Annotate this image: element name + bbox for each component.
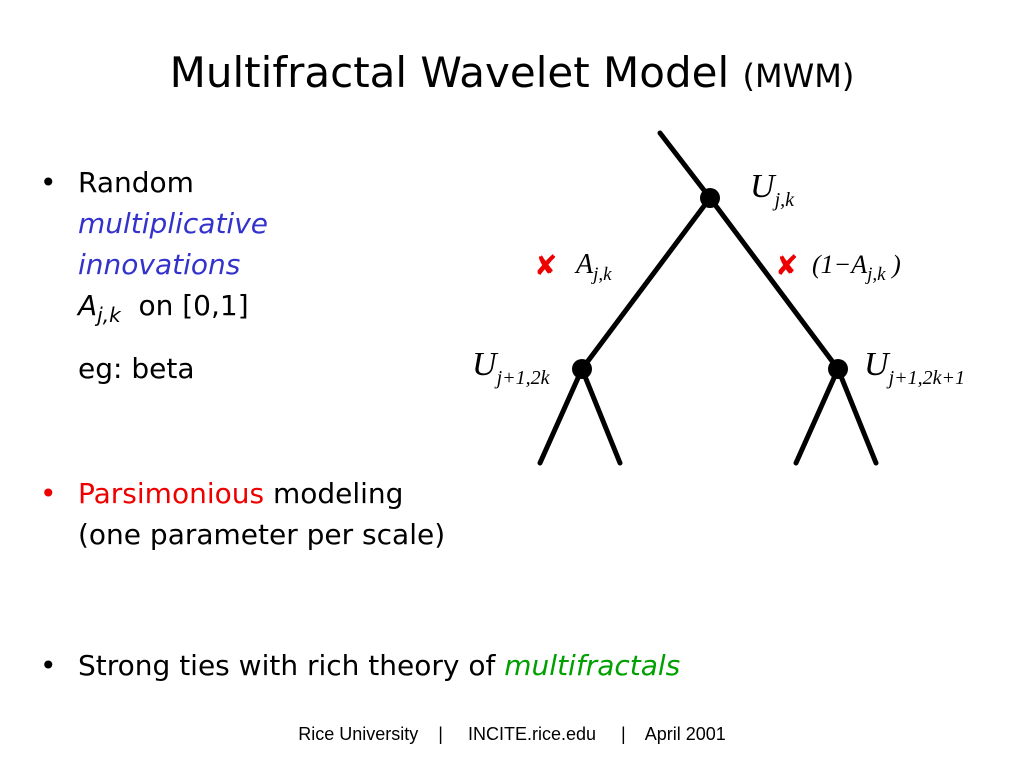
label-root: Uj,k	[750, 168, 795, 211]
tree-node-root	[700, 188, 720, 208]
label-right-mult-pre: (1−A	[812, 250, 867, 279]
label-root-base: U	[750, 168, 777, 205]
label-right-mult-sub: j,k	[864, 264, 886, 285]
b1-var-sub: j,k	[97, 303, 121, 327]
b1-line2: multiplicative	[78, 207, 268, 240]
bullet-body: Random multiplicative innovations Aj,k o…	[78, 162, 268, 389]
footer: Rice University | INCITE.rice.edu | Apri…	[298, 724, 726, 744]
b1-var-base: A	[78, 289, 98, 322]
label-left-child-sub: j+1,2k	[494, 367, 551, 389]
label-left-child-base: U	[472, 346, 499, 383]
label-right-mult-post: )	[886, 250, 901, 279]
times-icon: ✘	[775, 249, 798, 282]
bullet-body: Strong ties with rich theory of multifra…	[78, 645, 680, 686]
bullet-dot: •	[40, 166, 57, 199]
b1-example: eg: beta	[78, 352, 195, 385]
tree-node-right	[828, 359, 848, 379]
tree-leaf-edge	[793, 366, 841, 466]
tree-root-edge	[657, 130, 713, 201]
label-left-mult: Aj,k	[574, 249, 612, 285]
title-main: Multifractal Wavelet Model	[169, 48, 730, 97]
b1-line1: Random	[78, 166, 194, 199]
b2-line2: (one parameter per scale)	[78, 518, 446, 551]
tree-node-left	[572, 359, 592, 379]
label-left-mult-base: A	[574, 249, 594, 280]
b1-range: on [0,1]	[138, 289, 249, 322]
tree-left-edge	[579, 195, 713, 372]
bullet-dot-red: •	[40, 477, 57, 510]
label-right-child: Uj+1,2k+1	[864, 346, 965, 389]
bullet-body: Parsimonious modeling (one parameter per…	[78, 473, 445, 555]
label-left-mult-sub: j,k	[590, 264, 612, 285]
b3-highlight: multifractals	[504, 649, 681, 682]
tree-leaf-edge	[579, 366, 623, 466]
wavelet-tree-diagram: Uj,k Aj,k (1−Aj,k ) Uj+1,2k Uj+1,2k+1 ✘ …	[472, 130, 965, 466]
tree-leaf-edge	[537, 366, 585, 466]
label-left-child: Uj+1,2k	[472, 346, 551, 389]
label-right-mult: (1−Aj,k )	[812, 250, 901, 285]
slide-title: Multifractal Wavelet Model (MWM)	[0, 48, 1024, 97]
bullet-dot: •	[40, 649, 57, 682]
times-icon: ✘	[534, 249, 557, 282]
tree-leaf-edge	[835, 366, 879, 466]
b1-line3: innovations	[78, 248, 241, 281]
label-root-sub: j,k	[772, 189, 796, 211]
title-abbr: (MWM)	[742, 57, 855, 95]
b2-highlight: Parsimonious	[78, 477, 265, 510]
label-right-child-base: U	[864, 346, 891, 383]
tree-right-edge	[707, 195, 841, 372]
b2-rest: modeling	[264, 477, 404, 510]
label-right-child-sub: j+1,2k+1	[886, 367, 965, 389]
b3-text: Strong ties with rich theory of	[78, 649, 505, 682]
